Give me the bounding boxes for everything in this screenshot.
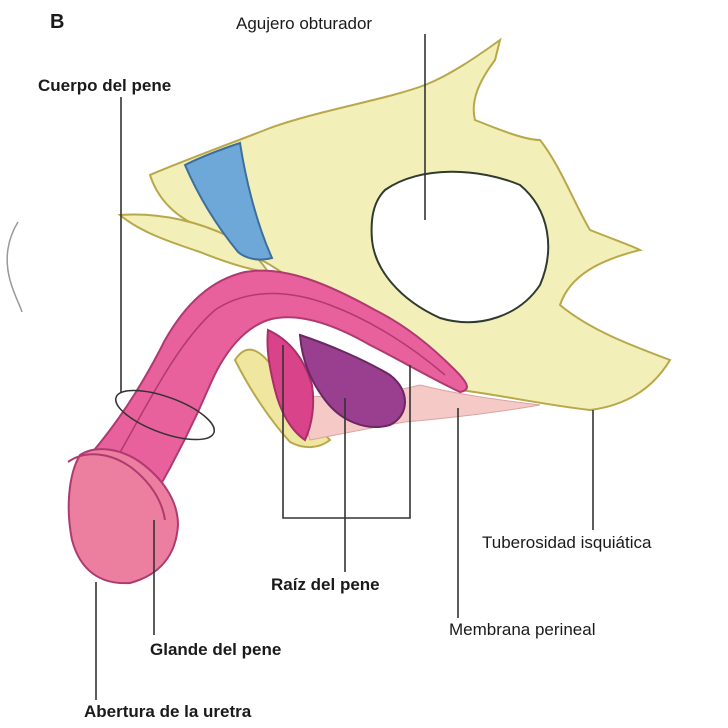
label-obturator-foramen: Agujero obturador (236, 14, 373, 33)
glans-rim (67, 453, 166, 521)
leader-lines (95, 34, 594, 700)
panel-letter: B (50, 11, 65, 33)
leader-root (282, 345, 411, 519)
label-ischial-tuberosity: Tuberosidad isquiática (482, 533, 652, 552)
label-glans-of-penis: Glande del pene (150, 640, 282, 659)
crus-of-penis (266, 328, 315, 442)
partial-structure-left-edge (6, 221, 23, 313)
bulb-of-penis (298, 333, 406, 428)
label-urethral-opening: Abertura de la uretra (84, 702, 252, 721)
label-perineal-membrane: Membrana perineal (449, 620, 596, 639)
urethra-outline (109, 292, 446, 471)
obturator-foramen (370, 170, 550, 324)
glans-of-penis (67, 448, 180, 585)
pubic-symphysis (183, 141, 274, 261)
label-root-of-penis: Raíz del pene (271, 575, 380, 594)
body-indicator-ring (114, 389, 216, 441)
label-body-of-penis: Cuerpo del pene (38, 76, 172, 95)
